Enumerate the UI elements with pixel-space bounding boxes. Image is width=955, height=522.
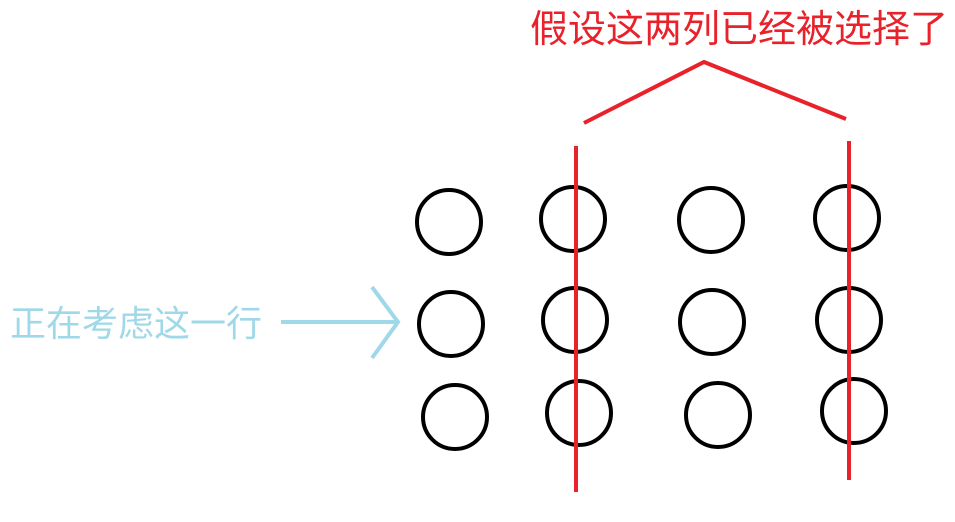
grid-circle <box>539 185 607 253</box>
grid-circle <box>417 290 485 358</box>
grid-circle <box>677 186 745 254</box>
grid-circle <box>820 377 888 445</box>
grid-circle <box>684 381 752 449</box>
grid-circle <box>545 379 613 447</box>
grid-circle <box>678 288 746 356</box>
grid-circle <box>421 383 489 451</box>
circle-grid <box>415 184 888 451</box>
selected-column-lines <box>574 141 851 492</box>
row-arrow <box>281 285 401 360</box>
current-row-caption: 正在考虑这一行 <box>10 304 263 345</box>
row-arrow-head <box>370 285 401 360</box>
grid-circle <box>415 188 483 256</box>
selection-bracket <box>583 59 847 125</box>
selected-columns-caption: 假设这两列已经被选择了 <box>530 7 949 51</box>
